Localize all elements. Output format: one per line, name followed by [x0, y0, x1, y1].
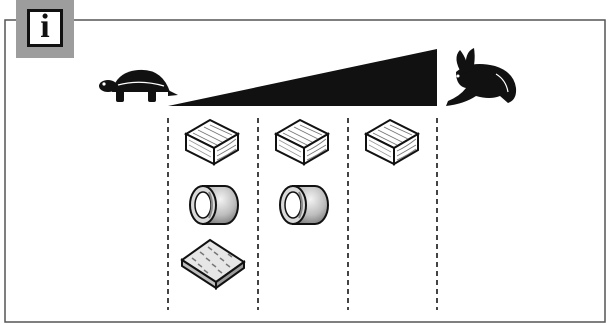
wood-block-icon — [275, 119, 329, 165]
rabbit-icon — [446, 48, 517, 106]
wood-block-icon — [185, 119, 239, 165]
pipe-icon — [189, 185, 239, 225]
info-glyph: i — [40, 8, 50, 45]
speed-ramp — [168, 49, 437, 106]
info-icon: i — [27, 9, 63, 47]
wood-block-icon — [365, 119, 419, 165]
pipe-icon — [279, 185, 329, 225]
metal-plate-icon — [181, 239, 245, 289]
turtle-icon — [99, 69, 178, 102]
